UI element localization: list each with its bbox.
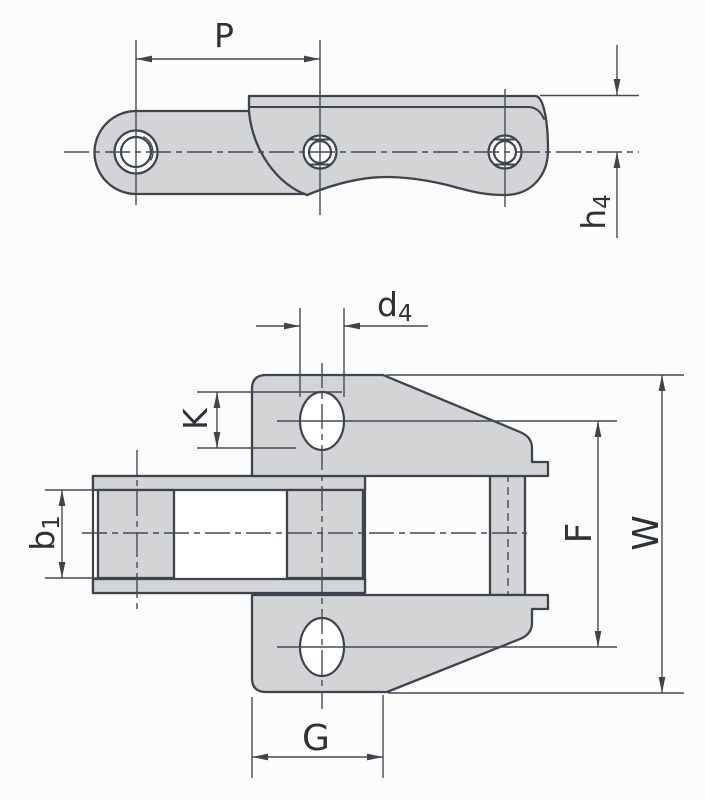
arrowhead-up xyxy=(594,421,602,437)
dim-G-label: G xyxy=(302,718,330,759)
bushing-press-arc xyxy=(142,135,154,161)
dim-W-label: W xyxy=(626,515,667,551)
dimension-W: W xyxy=(386,374,684,694)
dimension-h4: h4 xyxy=(540,45,639,238)
arrowhead-left xyxy=(136,55,152,63)
arrowhead-up xyxy=(213,392,221,408)
arrowhead-right xyxy=(367,753,383,761)
dim-h4-label: h4 xyxy=(574,194,616,230)
arrowhead-down xyxy=(613,79,621,95)
plan-attachment-plate-upper xyxy=(250,373,550,478)
arrowhead-up xyxy=(613,152,621,168)
arrowhead-right xyxy=(284,322,300,330)
dimension-b1: b1 xyxy=(23,489,100,579)
plan-link-plate-far-band xyxy=(91,577,367,595)
plan-roller-right xyxy=(285,488,365,580)
dim-K-label: K xyxy=(176,407,215,430)
dim-P-label: P xyxy=(214,16,234,55)
dim-F-label: F xyxy=(559,523,600,544)
dimension-d4: d4 xyxy=(256,285,428,397)
arrowhead-left xyxy=(252,753,268,761)
dimension-P: P xyxy=(136,16,320,63)
arrowhead-up xyxy=(658,375,666,391)
dimension-G: G xyxy=(251,695,384,778)
side-attachment-plate xyxy=(247,94,550,197)
arrowhead-up xyxy=(58,490,66,506)
arrowhead-down xyxy=(58,562,66,578)
plan-view: d4 K b1 F xyxy=(23,285,684,778)
dim-b1-label: b1 xyxy=(23,515,65,551)
side-attachment-bend-line xyxy=(248,106,545,120)
side-view: P h4 xyxy=(64,16,639,238)
arrowhead-down xyxy=(213,432,221,448)
dimension-K: K xyxy=(176,391,342,449)
dim-d4-label: d4 xyxy=(377,285,413,327)
arrowhead-left xyxy=(344,322,360,330)
plan-link-plate-near-band xyxy=(91,474,367,492)
dimension-F: F xyxy=(559,421,602,647)
plan-roller-left xyxy=(96,488,176,580)
plan-attachment-plate-lower xyxy=(250,593,550,694)
arrowhead-down xyxy=(594,631,602,647)
arrowhead-down xyxy=(658,677,666,693)
arrowhead-right xyxy=(304,55,320,63)
